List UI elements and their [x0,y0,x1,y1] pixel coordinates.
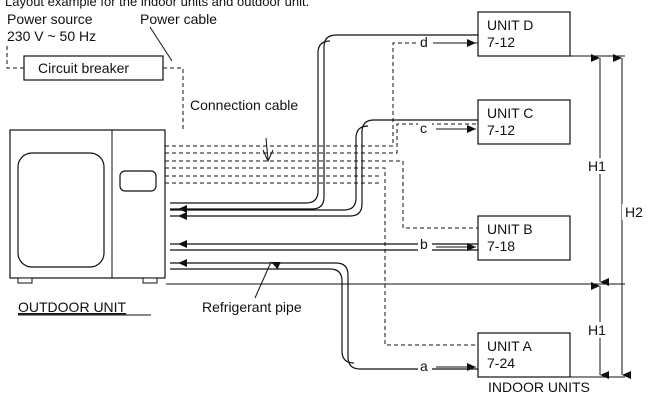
power-cable-label: Power cable [140,11,217,27]
power-source-label: Power source [7,11,93,27]
unit-b-name: UNIT B [487,221,533,237]
unit-b-range: 7-18 [487,238,515,254]
pipe-label-d: d [420,34,428,50]
unit-a-name: UNIT A [487,338,533,354]
h2-label: H2 [625,204,643,220]
indoor-unit-d: UNIT D 7-12 [477,11,571,57]
connection-cable-label: Connection cable [190,97,298,113]
unit-a-range: 7-24 [487,355,515,371]
outdoor-unit [9,129,166,284]
pipe-label-b: b [420,236,428,252]
connection-cable-arrow [262,149,274,163]
pipe-length-d: d [418,34,476,50]
pipe-length-c: c [418,120,476,136]
unit-c-range: 7-12 [487,122,515,138]
pipe-return-arrows [178,205,188,267]
unit-d-range: 7-12 [487,34,515,50]
pipe-length-a: a [418,358,476,374]
connection-cables [165,42,478,346]
indoor-unit-a: UNIT A 7-24 [477,332,571,378]
h1-upper-label: H1 [588,158,606,174]
breaker-to-outdoor-line [163,67,184,130]
indoor-unit-c: UNIT C 7-12 [477,99,571,145]
unit-d-name: UNIT D [487,17,533,33]
connection-cable-leader [265,137,269,161]
refrigerant-pipes [170,34,478,370]
unit-c-name: UNIT C [487,105,533,121]
outdoor-unit-label: OUTDOOR UNIT [18,299,127,315]
circuit-breaker-label: Circuit breaker [38,60,129,76]
refrigerant-pipe-label: Refrigerant pipe [202,299,302,315]
power-cable-leader [149,26,173,62]
pipe-label-c: c [420,120,427,136]
diagram-caption: Layout example for the indoor units and … [5,0,309,9]
indoor-unit-b: UNIT B 7-18 [477,215,571,261]
refrigerant-pipe-leader [254,261,281,299]
pipe-label-a: a [420,358,428,374]
voltage-label: 230 V ~ 50 Hz [7,28,96,44]
pipe-length-b: b [418,236,476,252]
indoor-units-label: INDOOR UNITS [488,379,590,395]
power-feed-line [6,46,24,69]
h1-lower-label: H1 [588,322,606,338]
